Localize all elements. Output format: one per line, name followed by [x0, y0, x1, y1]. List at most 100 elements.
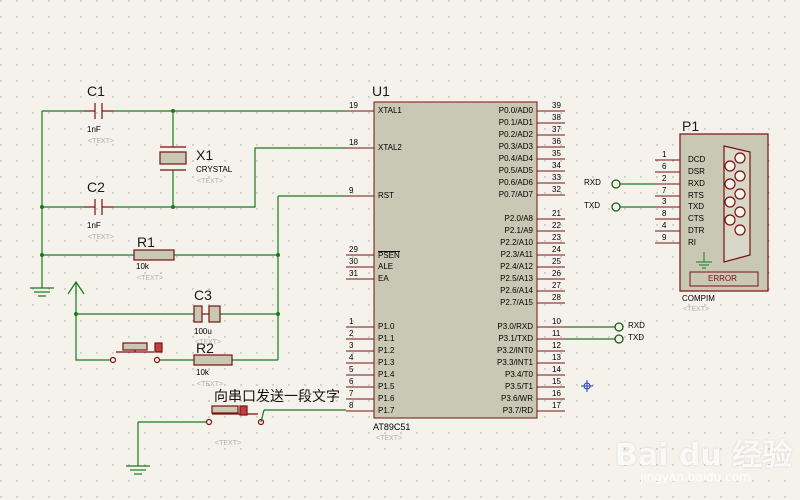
u1-pin-name: P3.7/RD	[502, 406, 533, 415]
connector-pin-name: TXD	[688, 202, 704, 211]
u1-pin-number: 37	[552, 125, 561, 134]
u1-pin-name: EA	[378, 274, 389, 283]
reset-button[interactable]	[109, 342, 163, 364]
ground-symbol-bottom	[126, 465, 150, 475]
u1-pin-number: 1	[349, 317, 354, 326]
terminal-rxd-right-label: RXD	[628, 321, 645, 330]
u1-pin-name: P3.3/INT1	[496, 358, 533, 367]
baidu-watermark-url: jingyan.baidu.com	[640, 470, 751, 484]
c3-text-tag: <TEXT>	[195, 339, 222, 346]
u1-pin-number: 34	[552, 161, 561, 170]
u1-pin-number: 32	[552, 185, 561, 194]
u1-pin-number: 18	[349, 138, 358, 147]
error-indicator	[689, 271, 759, 287]
connector-pin-name: RI	[688, 238, 696, 247]
resistor-r2[interactable]	[193, 354, 233, 366]
u1-pin-number: 3	[349, 341, 354, 350]
r2-text-tag: <TEXT>	[197, 381, 224, 388]
u1-pin-name: P1.4	[378, 370, 395, 379]
junction-dot	[171, 109, 175, 113]
u1-text-tag: <TEXT>	[376, 435, 403, 442]
u1-pin-number: 8	[349, 401, 354, 410]
x1-text-tag: <TEXT>	[197, 178, 224, 185]
p1-ref-label: P1	[682, 118, 700, 134]
connector-pin-number: 1	[662, 150, 667, 159]
u1-pin-name: P2.0/A8	[504, 214, 533, 223]
u1-pin-name: XTAL1	[378, 106, 402, 115]
capacitor-c2[interactable]	[84, 199, 114, 215]
u1-pin-name: P3.6/WR	[500, 394, 533, 403]
terminal-txd-left-label: TXD	[584, 201, 600, 210]
connector-pin-name: RXD	[688, 179, 705, 188]
terminal-txd-right[interactable]	[614, 334, 624, 344]
terminal-rxd-left[interactable]	[611, 179, 621, 189]
u1-right-pins	[537, 110, 565, 412]
crosshair-cursor-icon	[581, 380, 593, 392]
c3-ref-label: C3	[194, 287, 212, 303]
power-arrow-icon	[67, 280, 85, 295]
u1-pin-name: P0.7/AD7	[498, 190, 533, 199]
u1-pin-number: 13	[552, 353, 561, 362]
db9-hole-icon	[724, 178, 736, 190]
u1-ref-label: U1	[372, 83, 390, 99]
connector-pin-number: 6	[662, 162, 667, 171]
u1-pin-name: XTAL2	[378, 143, 402, 152]
connector-ground-icon	[696, 252, 712, 269]
u1-pin-name: P0.2/AD2	[498, 130, 533, 139]
r1-value-label: 10k	[136, 262, 149, 271]
u1-pin-name: P0.3/AD3	[498, 142, 533, 151]
u1-pin-name: PSEN	[378, 251, 400, 260]
p1-text-tag: <TEXT>	[683, 306, 710, 313]
u1-left-pins	[346, 110, 374, 412]
capacitor-c1[interactable]	[84, 103, 114, 119]
crystal-x1[interactable]	[159, 146, 187, 171]
u1-pin-name: RST	[378, 191, 394, 200]
u1-body[interactable]	[373, 101, 538, 419]
connector-pin-lines	[655, 159, 680, 244]
u1-pin-name: P1.3	[378, 358, 395, 367]
r1-ref-label: R1	[137, 234, 155, 250]
u1-pin-name: P1.1	[378, 334, 395, 343]
connector-pin-name: RTS	[688, 191, 704, 200]
capacitor-c3[interactable]	[193, 305, 221, 323]
u1-pin-name: ALE	[378, 262, 394, 271]
u1-pin-name: P3.2/INT0	[496, 346, 533, 355]
u1-pin-number: 5	[349, 365, 354, 374]
compim-connector[interactable]	[679, 133, 769, 292]
junctions	[40, 109, 280, 316]
connector-pin-name: DCD	[688, 155, 706, 164]
u1-pin-name: P2.3/A11	[500, 250, 533, 259]
terminal-rxd-right[interactable]	[614, 322, 624, 332]
wires	[41, 110, 655, 466]
resistor-r1[interactable]	[133, 249, 175, 261]
u1-pin-name: P1.2	[378, 346, 395, 355]
u1-pin-number: 15	[552, 377, 561, 386]
connector-pin-number: 4	[662, 221, 667, 230]
u1-pin-number: 6	[349, 377, 354, 386]
terminal-txd-left[interactable]	[611, 202, 621, 212]
c2-ref-label: C2	[87, 179, 105, 195]
junction-dot	[40, 253, 44, 257]
u1-pin-name: P0.4/AD4	[498, 154, 533, 163]
ground-symbol-left	[30, 287, 54, 297]
u1-pin-name: P2.4/A12	[500, 262, 533, 271]
error-label: ERROR	[708, 274, 737, 283]
u1-pin-number: 29	[349, 245, 358, 254]
u1-pin-number: 27	[552, 281, 561, 290]
u1-pin-name: P1.0	[378, 322, 395, 331]
u1-pin-number: 33	[552, 173, 561, 182]
send-button[interactable]	[205, 405, 265, 426]
c1-value-label: 1nF	[87, 125, 101, 134]
junction-dot	[276, 253, 280, 257]
u1-pin-number: 39	[552, 101, 561, 110]
u1-pin-number: 24	[552, 245, 561, 254]
u1-pin-number: 11	[552, 329, 561, 338]
db9-hole-icon	[734, 170, 746, 182]
junction-dot	[171, 205, 175, 209]
u1-pin-name: P2.1/A9	[504, 226, 533, 235]
u1-pin-name: P1.5	[378, 382, 395, 391]
p1-part-label: COMPIM	[682, 294, 715, 303]
u1-pin-number: 23	[552, 233, 561, 242]
terminal-rxd-left-label: RXD	[584, 178, 601, 187]
u1-pin-name: P1.6	[378, 394, 395, 403]
